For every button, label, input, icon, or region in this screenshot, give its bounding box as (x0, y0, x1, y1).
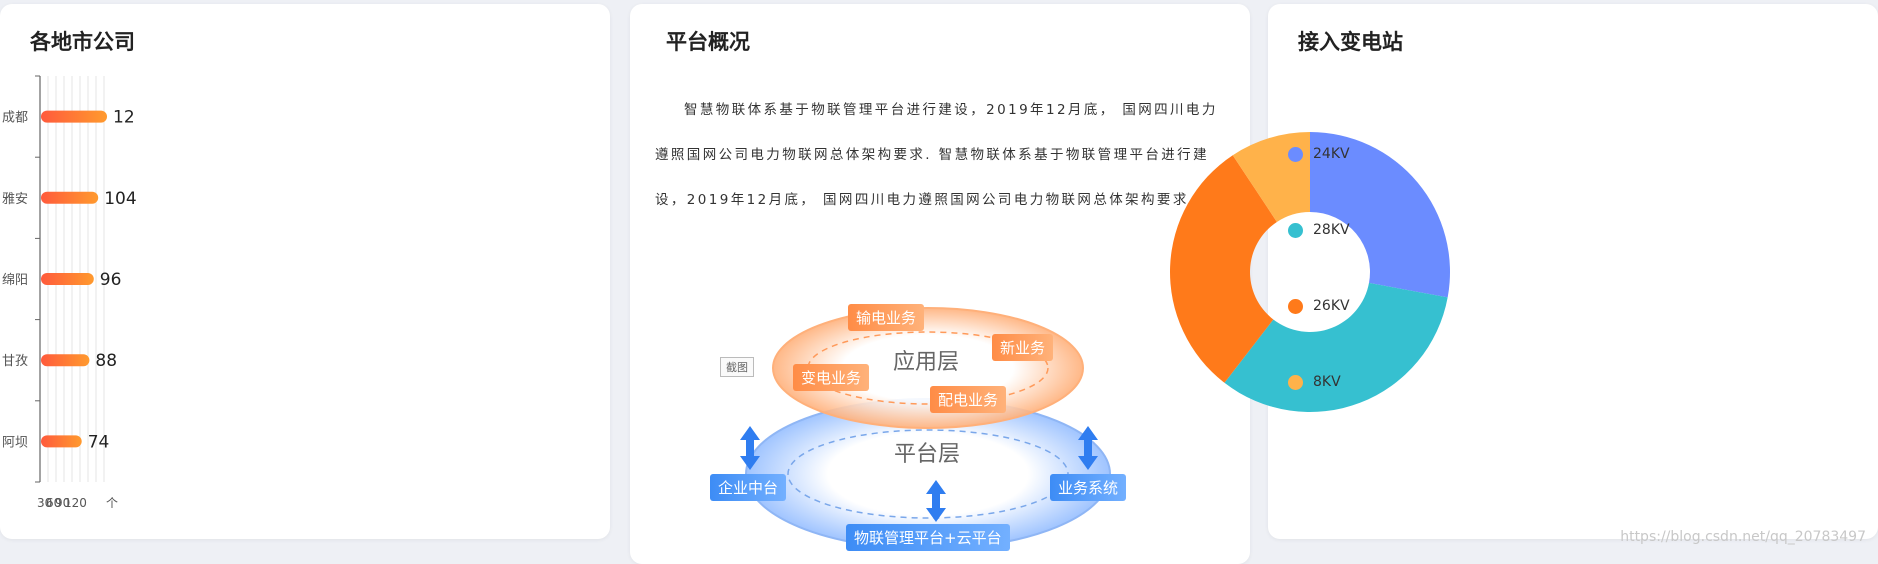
bar-category-label: 阿坝 (2, 435, 28, 450)
platform-overview-card: 平台概况 智慧物联体系基于物联管理平台进行建设，2019年12月底， 国网四川电… (630, 4, 1250, 564)
legend-item[interactable]: 28KV (1288, 222, 1350, 238)
bar-value-label: 74 (88, 432, 110, 452)
tag-substation: 变电业务 (793, 364, 870, 391)
legend-label: 26KV (1313, 298, 1350, 314)
x-tick-label: 90 (55, 496, 70, 510)
substations-card: 接入变电站 24KV 28KV 26KV 8KV (1170, 4, 1878, 539)
bar-category-label: 甘孜 (2, 354, 28, 369)
bar-category-label: 雅安 (2, 192, 28, 207)
bar (41, 435, 82, 448)
x-axis-unit: 个 (106, 496, 118, 510)
substation-chart-viewport: 接入变电站 24KV 28KV 26KV 8KV (1170, 4, 1450, 539)
app-layer-inner-ring (807, 331, 1049, 405)
bar-value-label: 104 (104, 189, 136, 209)
bar-category-label: 成都 (2, 111, 28, 126)
x-tick-label: 60 (46, 496, 61, 510)
legend-item[interactable]: 8KV (1288, 374, 1341, 390)
platform-layer-label: 平台层 (894, 442, 961, 467)
donut-slice (1170, 155, 1277, 383)
legend-dot-icon (1288, 146, 1303, 162)
legend-label: 8KV (1313, 374, 1341, 390)
app-layer-label: 应用层 (893, 350, 960, 375)
tag-iot-platform: 物联管理平台+云平台 (846, 524, 1010, 551)
bar (41, 191, 99, 204)
double-arrow-icon (1078, 426, 1098, 470)
x-tick-label: 30 (37, 496, 52, 510)
legend-dot-icon (1288, 374, 1303, 390)
watermark: https://blog.csdn.net/qq_20783497 (1620, 529, 1866, 545)
bar (41, 110, 107, 123)
tag-business-system: 业务系统 (1050, 474, 1127, 501)
donut-slice (1310, 132, 1450, 298)
substation-donut-chart (1170, 132, 1450, 412)
legend-item[interactable]: 24KV (1288, 146, 1350, 162)
legend-label: 28KV (1313, 222, 1350, 238)
bar (41, 354, 90, 367)
double-arrow-icon (926, 480, 946, 522)
legend-item[interactable]: 26KV (1288, 298, 1350, 314)
double-arrow-icon (740, 426, 760, 470)
bar-category-label: 绵阳 (2, 273, 28, 288)
city-companies-title: 各地市公司 (30, 30, 135, 54)
architecture-diagram: 应用层 平台层 输电业务 新业务 变电业务 配电业务 企业中台 业务系统 物联管… (708, 294, 1148, 564)
tag-transmission: 输电业务 (848, 304, 925, 331)
platform-overview-paragraph: 智慧物联体系基于物联管理平台进行建设，2019年12月底， 国网四川电力遵照国网… (655, 102, 1218, 208)
bar-value-label: 12 (113, 108, 135, 128)
legend-label: 24KV (1313, 146, 1350, 162)
tag-enterprise-platform: 企业中台 (710, 474, 787, 501)
x-tick-label: 120 (64, 496, 87, 510)
tag-distribution: 配电业务 (930, 386, 1007, 413)
donut-slice (1224, 282, 1448, 412)
legend-dot-icon (1288, 298, 1303, 314)
bar-value-label: 88 (95, 351, 117, 371)
screenshot-badge[interactable]: 截图 (720, 357, 754, 377)
legend-dot-icon (1288, 222, 1303, 238)
substations-title: 接入变电站 (1298, 30, 1403, 54)
tag-new-business: 新业务 (992, 334, 1054, 361)
platform-overview-title: 平台概况 (666, 30, 750, 54)
bar-value-label: 96 (100, 270, 122, 290)
bar (41, 273, 94, 285)
